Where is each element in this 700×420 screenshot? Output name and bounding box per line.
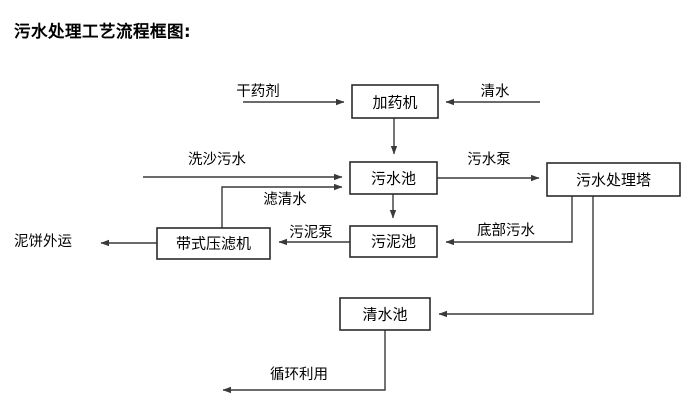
terminal-label-clean-water: 清水	[481, 83, 510, 100]
node-label-dosing-machine: 加药机	[372, 94, 417, 112]
edge-treatment-tower-to-clear-water-pool	[438, 196, 594, 318]
edge-label-filtrate: 滤清水	[263, 191, 307, 208]
node-treatment-tower[interactable]: 污水处理塔	[546, 162, 681, 197]
edge-label-bottom-sewage: 底部污水	[477, 222, 535, 239]
edge-bottom-sewage-to-sludge-pool	[445, 196, 573, 246]
node-dosing-machine[interactable]: 加药机	[351, 84, 439, 119]
page-title: 污水处理工艺流程框图:	[14, 22, 192, 41]
terminal-label-mud-cake-out: 泥饼外运	[14, 233, 72, 250]
terminal-label-dry-agent: 干药剂	[236, 83, 280, 100]
edge-filtrate-to-sewage-pool	[221, 183, 343, 228]
node-sewage-pool[interactable]: 污水池	[349, 161, 438, 195]
edge-clear-water-pool-recycle-reuse	[222, 330, 386, 394]
edge-label-sewage-pump: 污水泵	[467, 151, 511, 168]
node-clear-water-pool[interactable]: 清水池	[339, 297, 431, 331]
node-label-sludge-pool: 污泥池	[371, 233, 416, 251]
node-label-treatment-tower: 污水处理塔	[576, 171, 651, 189]
node-label-sewage-pool: 污水池	[371, 170, 416, 188]
terminal-label-sand-wash-sewage: 洗沙污水	[188, 151, 246, 168]
edge-label-recycle-reuse: 循环利用	[270, 366, 328, 383]
node-label-clear-water-pool: 清水池	[362, 306, 407, 324]
edge-label-sludge-pump: 污泥泵	[289, 224, 333, 241]
node-sludge-pool[interactable]: 污泥池	[349, 225, 438, 258]
node-label-belt-filter-press: 带式压滤机	[176, 235, 251, 253]
node-belt-filter-press[interactable]: 带式压滤机	[156, 227, 271, 260]
